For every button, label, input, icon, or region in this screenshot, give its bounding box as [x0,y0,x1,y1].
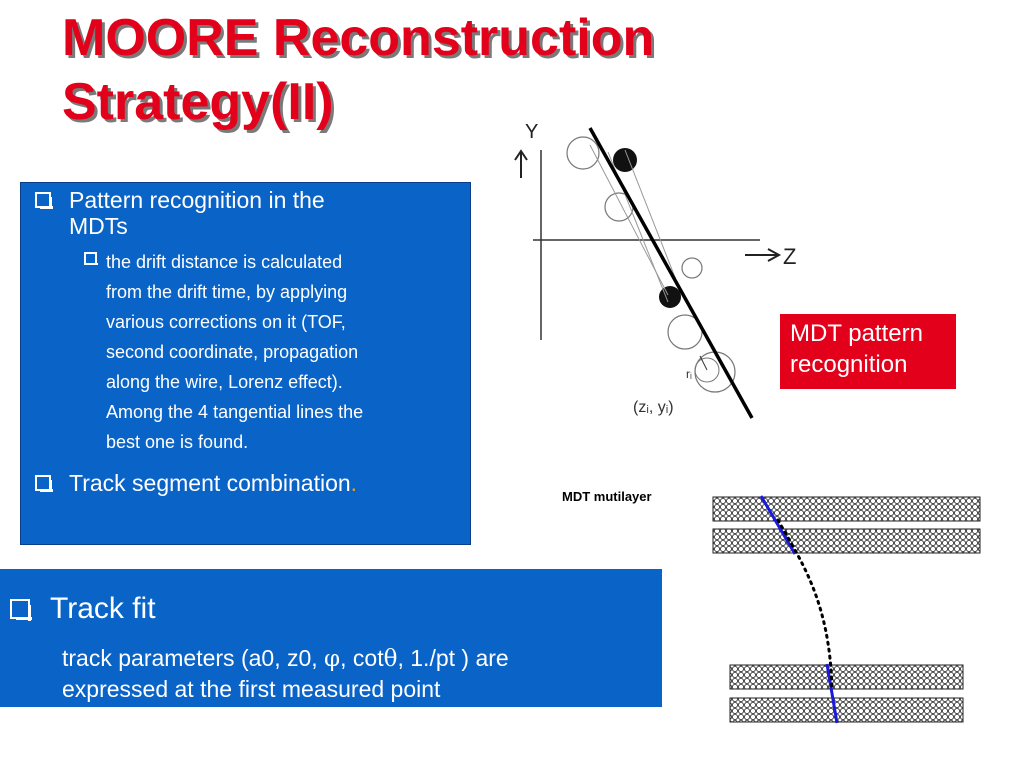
bullet-pattern-recognition: Pattern recognition in the MDTs [35,187,325,239]
mdt-multilayer-label: MDT mutilayer [562,489,652,504]
tube-layer-upper-1 [712,496,981,522]
checkbox-bullet-icon [84,252,98,265]
drift-circle [694,357,720,383]
tube-layer-lower-2 [729,697,964,723]
tangent-line [624,149,681,291]
bullet-track-segment-period: . [350,470,358,496]
z-arrow-head [767,248,782,262]
point-label: (zᵢ, yᵢ) [633,399,674,416]
track-fit-description: track parameters (a0, z0, φ, cotθ, 1./pt… [62,645,509,702]
drift-circle [566,136,600,170]
slide-title-line1: MOORE Reconstruction [62,9,655,67]
bullet-pattern-text: Pattern recognition in the [69,187,325,213]
radius-label: rᵢ [686,367,692,381]
bullet-track-segment-text: Track segment combination [69,470,351,496]
z-axis-label: Z [783,244,796,269]
slide-title-line2: Strategy(II) [62,73,334,131]
segment-upper [759,495,797,555]
tube-layer-upper-2 [712,528,981,554]
tube-layer-lower-1 [729,664,964,690]
pattern-recognition-box: Pattern recognition in the MDTs the drif… [20,182,471,545]
bullet-track-fit: Track fit [10,591,156,627]
track-fit-curve [776,518,834,692]
sub-bullet-drift-distance: the drift distance is calculated from th… [84,247,363,457]
drift-circle [681,257,703,279]
checkbox-bullet-icon [35,192,53,209]
checkbox-bullet-icon [10,599,32,621]
track-fit-heading: Track fit [50,592,156,625]
y-axis-label: Y [525,121,538,143]
y-arrow-head [514,149,528,161]
bullet-pattern-text-cont: MDTs [69,213,128,239]
checkbox-bullet-icon [35,475,53,492]
segment-lower [825,663,839,724]
slide-title: MOORE Reconstruction Strategy(II) [62,6,782,134]
radius-line [699,355,708,371]
track-line [588,127,754,419]
bullet-track-segment: Track segment combination. [35,470,357,496]
sub-bullet-text: the drift distance is calculated from th… [106,252,364,452]
mdt-pattern-recognition-label: MDT pattern recognition [779,313,957,390]
track-fit-box: Track fit track parameters (a0, z0, φ, c… [0,569,662,707]
drift-circle-hit [659,286,681,308]
